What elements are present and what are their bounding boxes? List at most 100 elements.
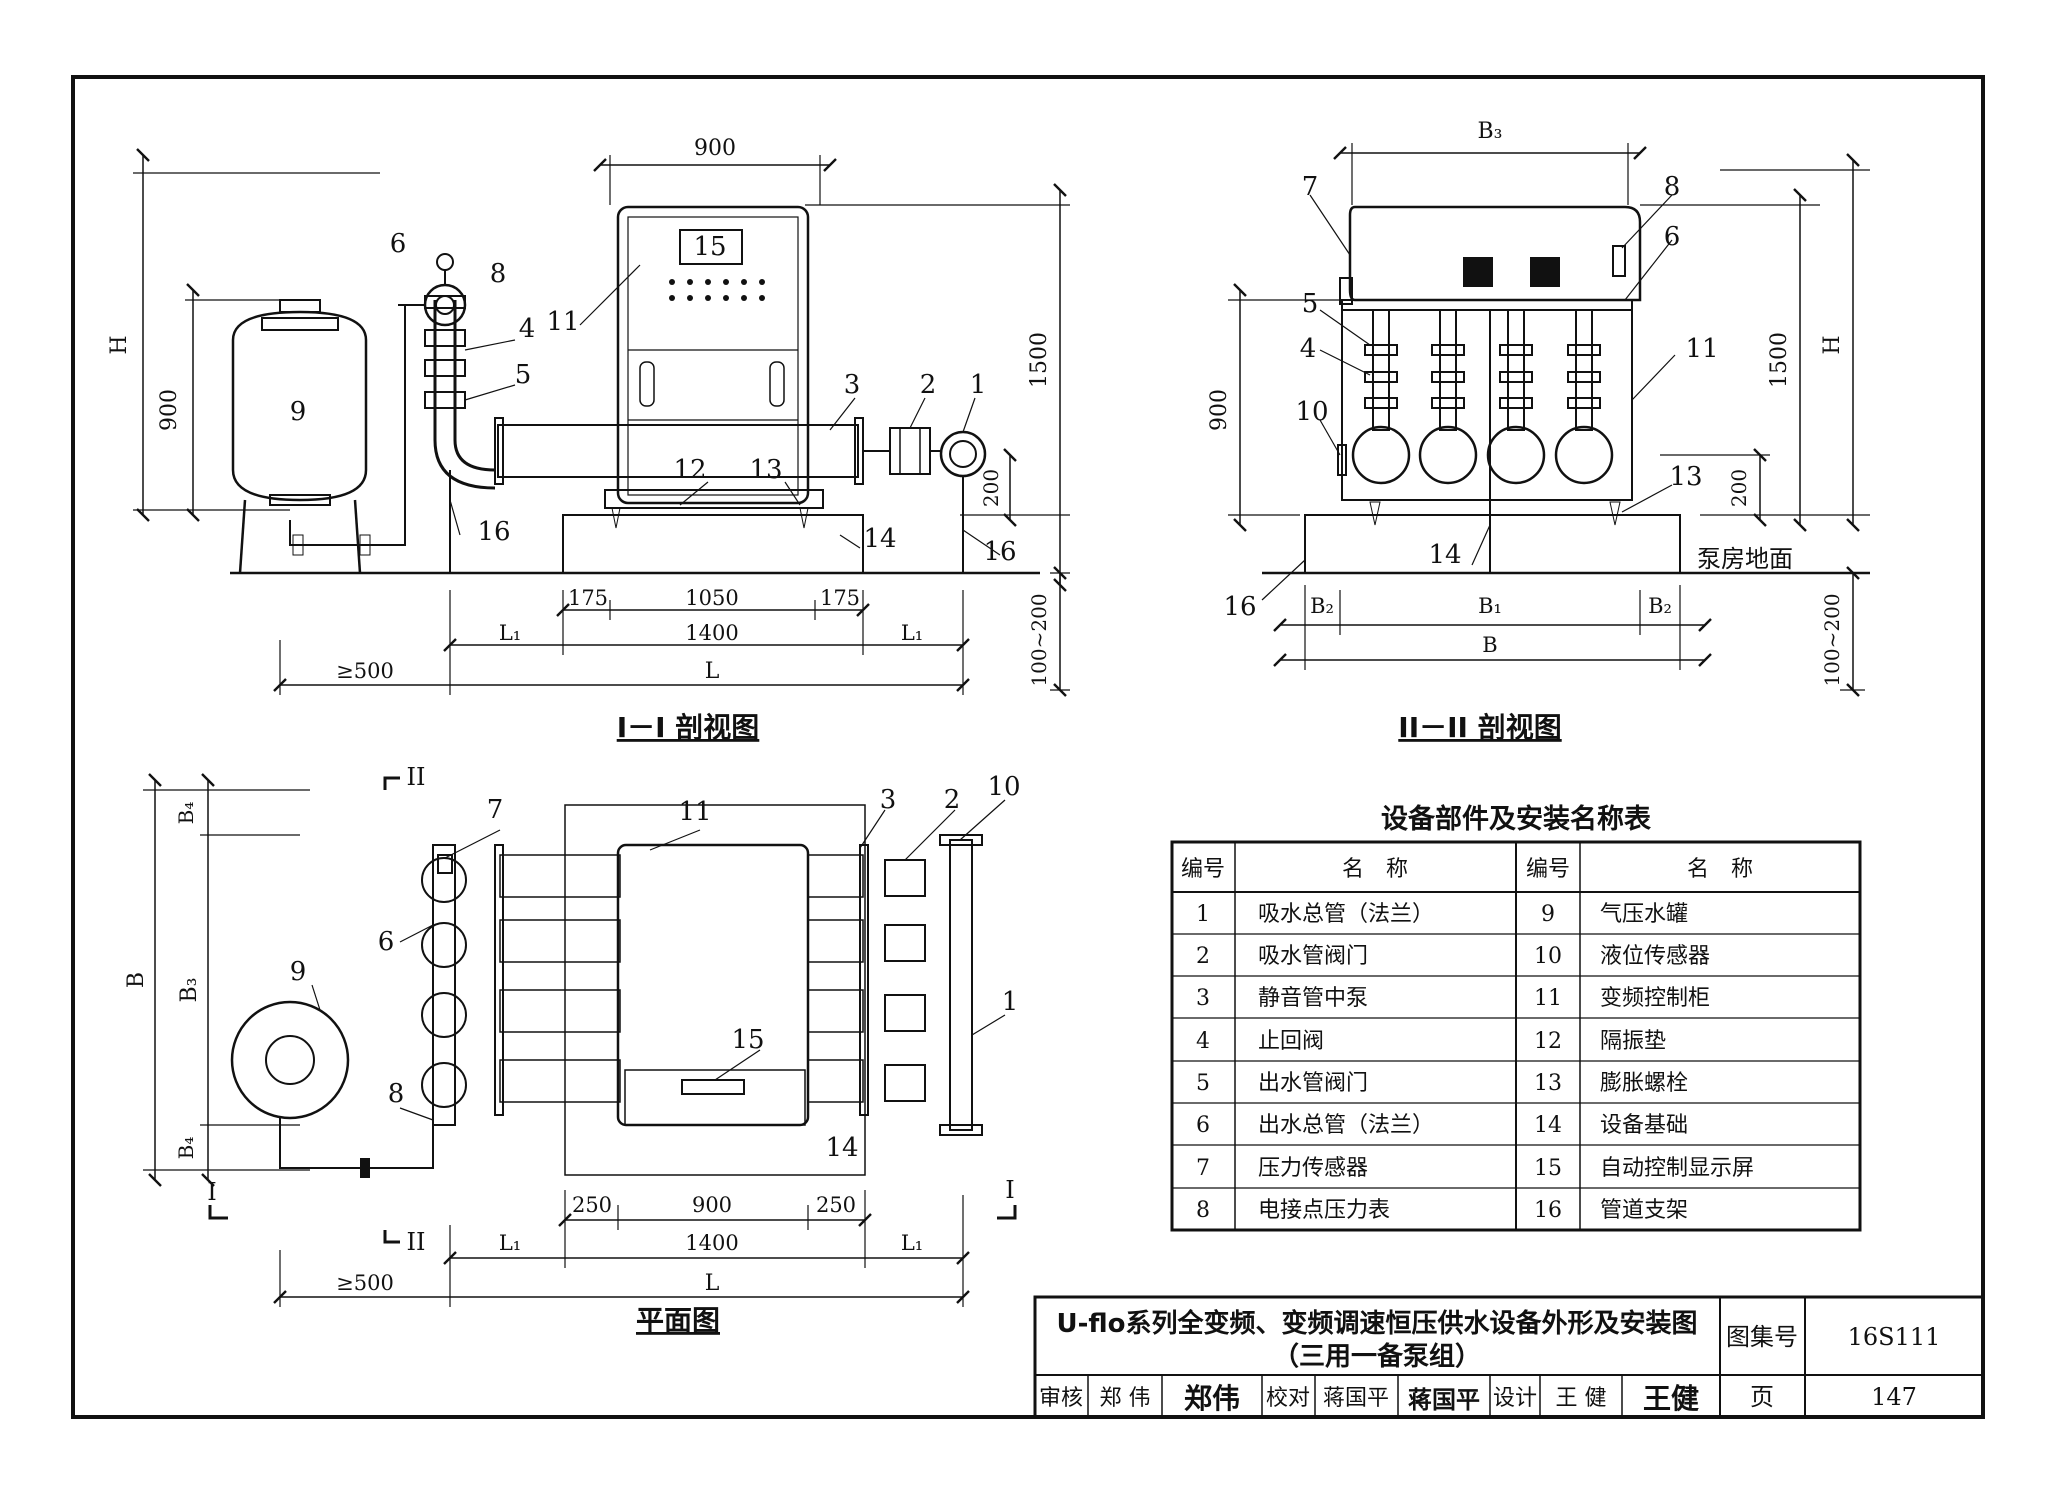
dim-label: 250 (572, 1193, 612, 1217)
callout-number: 11 (546, 307, 579, 337)
section-2-view (1228, 143, 1870, 697)
table-header: 编号 (1181, 857, 1225, 882)
plan-view (143, 773, 1017, 1307)
table-cell-no: 14 (1534, 1113, 1562, 1138)
table-cell-no: 5 (1196, 1071, 1210, 1096)
dim-label: B (1482, 633, 1497, 657)
table-cell-no: 7 (1196, 1156, 1210, 1181)
designer-name: 王 健 (1556, 1386, 1607, 1411)
dim-label: 900 (692, 1193, 732, 1217)
table-cell-name: 设备基础 (1600, 1113, 1688, 1138)
section-mark: II (407, 1228, 426, 1256)
dim-label: L (705, 1271, 720, 1296)
callout-number: 2 (944, 785, 961, 815)
section-mark: II (407, 763, 426, 791)
callout-number: 8 (490, 259, 507, 289)
callout-number: 11 (678, 797, 711, 827)
table-cell-name: 电接点压力表 (1258, 1198, 1390, 1223)
drawing-frame (71, 75, 1985, 1419)
table-cell-no: 6 (1196, 1113, 1210, 1138)
parts-table (1170, 840, 1862, 1232)
callout-number: 5 (515, 360, 532, 390)
table-title: 设备部件及安装名称表 (1381, 803, 1651, 835)
dim-label: 900 (1207, 389, 1232, 431)
dim-label: L₁ (499, 621, 521, 645)
reviewer-name: 郑 伟 (1100, 1386, 1151, 1411)
dim-label: 1400 (685, 1231, 738, 1255)
dim-label: ≥500 (336, 1271, 394, 1295)
table-cell-name: 膨胀螺栓 (1600, 1071, 1688, 1096)
dim-label: B₂ (1310, 594, 1334, 618)
callout-number: 2 (920, 370, 937, 400)
dim-label: B₄ (174, 1137, 198, 1160)
callout-number: 4 (519, 314, 536, 344)
table-cell-no: 13 (1534, 1071, 1562, 1096)
callout-number: 3 (880, 785, 897, 815)
drawing-title: U-flo系列全变频、变频调速恒压供水设备外形及安装图 (1056, 1308, 1697, 1339)
table-cell-no: 4 (1196, 1029, 1210, 1054)
table-cell-no: 10 (1534, 944, 1562, 969)
callout-number: 8 (1664, 172, 1681, 202)
table-cell-name: 吸水总管（法兰） (1258, 902, 1434, 927)
dim-label: B₄ (174, 802, 198, 825)
callout-number: 14 (1428, 540, 1461, 570)
review-label: 审核 (1039, 1386, 1083, 1411)
view-title-section-2: II－II 剖视图 (1398, 711, 1561, 744)
dim-label: L₁ (901, 621, 923, 645)
callout-number: 8 (388, 1079, 405, 1109)
title-block-frame (1033, 1295, 1985, 1419)
dim-label: L₁ (499, 1231, 521, 1255)
callout-number: 14 (863, 524, 896, 554)
callout-number: 10 (1295, 397, 1328, 427)
callout-number: 1 (970, 370, 987, 400)
table-cell-name: 变频控制柜 (1600, 986, 1710, 1011)
callout-number: 4 (1300, 334, 1317, 364)
dim-label: B (124, 972, 149, 988)
table-cell-no: 1 (1196, 902, 1210, 927)
callout-number: 1 (1002, 987, 1019, 1017)
design-label: 设计 (1493, 1386, 1537, 1411)
atlas-number: 16S111 (1848, 1323, 1941, 1351)
table-cell-no: 3 (1196, 986, 1210, 1011)
table-cell-name: 出水管阀门 (1258, 1071, 1368, 1096)
atlas-label: 图集号 (1726, 1323, 1798, 1351)
designer-signature: 王健 (1643, 1382, 1699, 1415)
dim-label: 200 (979, 469, 1003, 507)
table-cell-no: 16 (1534, 1198, 1562, 1223)
dim-label: B₁ (1478, 594, 1502, 618)
reviewer-signature: 郑伟 (1184, 1382, 1240, 1415)
callout-number: 16 (1223, 592, 1256, 622)
checker-name: 蒋国平 (1323, 1386, 1389, 1411)
checker-signature: 蒋国平 (1408, 1385, 1480, 1414)
table-cell-name: 吸水管阀门 (1258, 944, 1368, 969)
callout-number: 14 (825, 1133, 858, 1163)
callout-number: 7 (1302, 172, 1319, 202)
dim-label: 1500 (1767, 332, 1792, 388)
callout-number: 16 (983, 537, 1016, 567)
dim-label: 1400 (685, 621, 738, 645)
dim-label: L (705, 659, 720, 684)
table-cell-name: 压力传感器 (1258, 1156, 1368, 1181)
dim-label: 175 (820, 586, 860, 610)
table-cell-no: 9 (1541, 902, 1555, 927)
table-cell-name: 管道支架 (1600, 1198, 1688, 1223)
callout-number: 6 (378, 927, 395, 957)
dim-label: 1500 (1027, 332, 1052, 388)
table-cell-no: 8 (1196, 1198, 1210, 1223)
callout-number: 3 (844, 370, 861, 400)
check-label: 校对 (1266, 1386, 1310, 1411)
dim-label: B₂ (1648, 594, 1672, 618)
callout-number: 15 (731, 1025, 764, 1055)
callout-number: 6 (1664, 222, 1681, 252)
page-label: 页 (1750, 1383, 1774, 1411)
callout-number: 9 (290, 957, 307, 987)
dim-label: 100~200 (1820, 593, 1844, 686)
callout-number: 12 (673, 455, 706, 485)
callout-number: 15 (693, 232, 726, 262)
section-mark: I (1005, 1176, 1014, 1204)
callout-number: 7 (487, 795, 504, 825)
dim-label: B₃ (1478, 119, 1503, 144)
drawing-subtitle: （三用一备泵组） (1273, 1341, 1481, 1372)
